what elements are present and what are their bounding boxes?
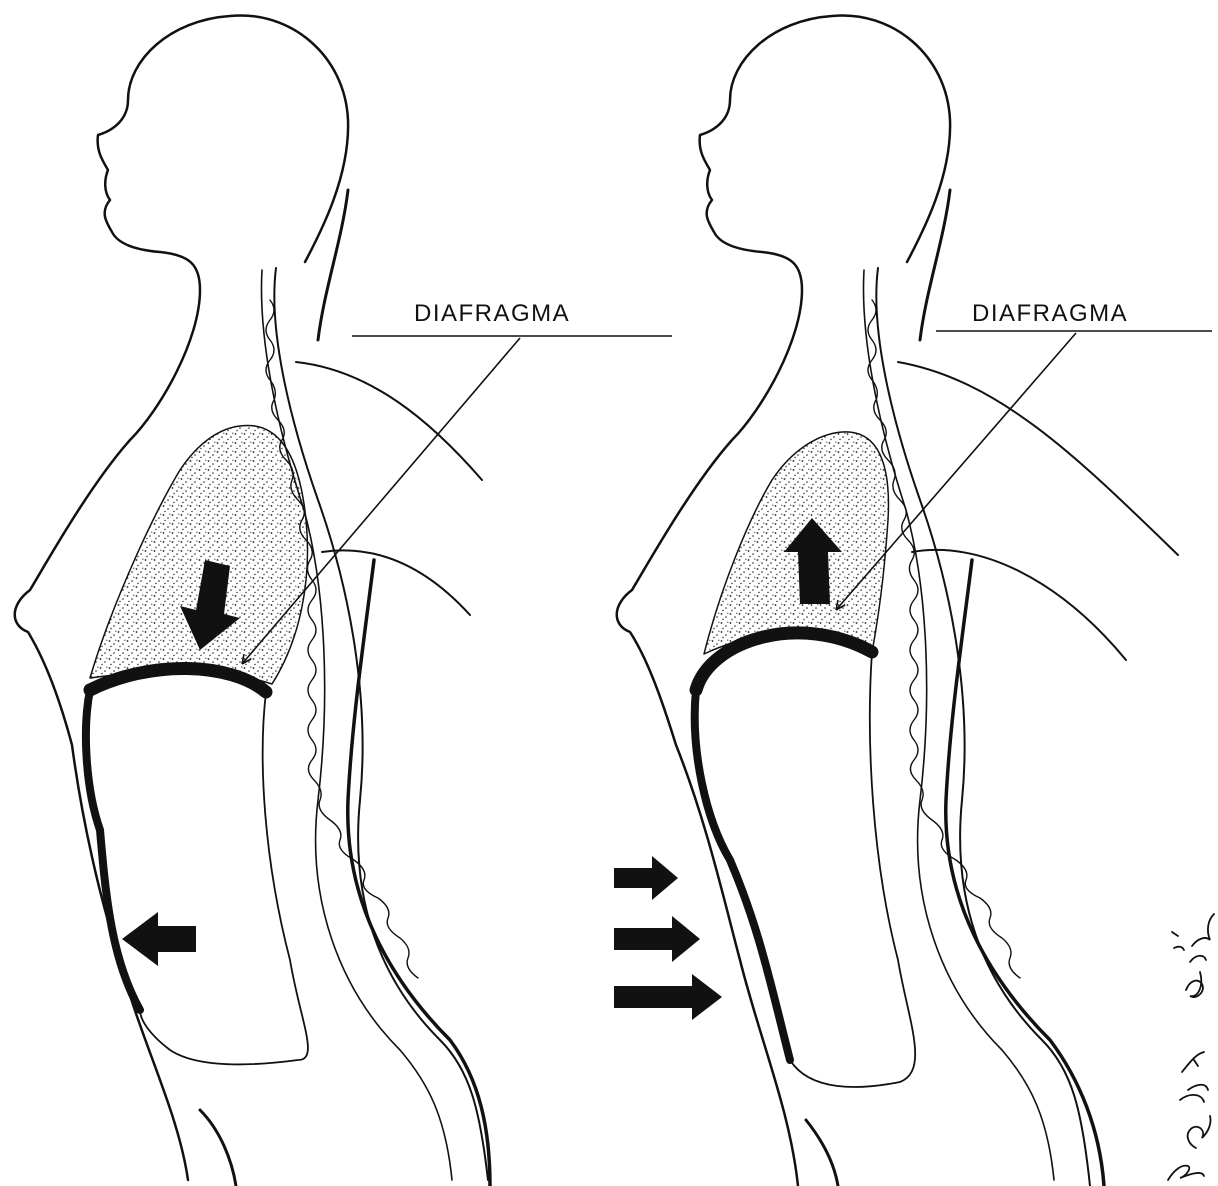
diaphragm-label-left: DIAFRAGMA <box>414 300 570 328</box>
neck-back-left <box>318 190 348 340</box>
hip-right <box>806 1120 838 1186</box>
diaphragm-label-right: DIAFRAGMA <box>972 300 1128 328</box>
back-outline-left <box>348 560 490 1186</box>
abdomen-out-arrow <box>122 912 196 966</box>
hip-left <box>200 1110 236 1186</box>
abdominal-cavity-right <box>790 652 915 1087</box>
shoulder-left <box>296 362 482 480</box>
neck-back-right <box>920 190 950 340</box>
abdominal-wall-left <box>86 690 140 1010</box>
abdomen-in-arrow-1 <box>614 856 678 900</box>
rib-left <box>322 550 470 615</box>
figure-left <box>15 15 490 1186</box>
spine-outer-left <box>274 268 488 1180</box>
rib-right <box>912 550 1126 660</box>
abdomen-in-arrow-2 <box>614 916 700 962</box>
abdomen-in-arrow-3 <box>614 974 722 1020</box>
label-leader-right <box>836 331 1212 610</box>
signature <box>1168 914 1214 1180</box>
abdominal-cavity-left <box>140 692 308 1064</box>
shoulder-right <box>898 362 1178 555</box>
back-outline-right <box>946 560 1104 1186</box>
label-leader-left <box>242 336 672 664</box>
